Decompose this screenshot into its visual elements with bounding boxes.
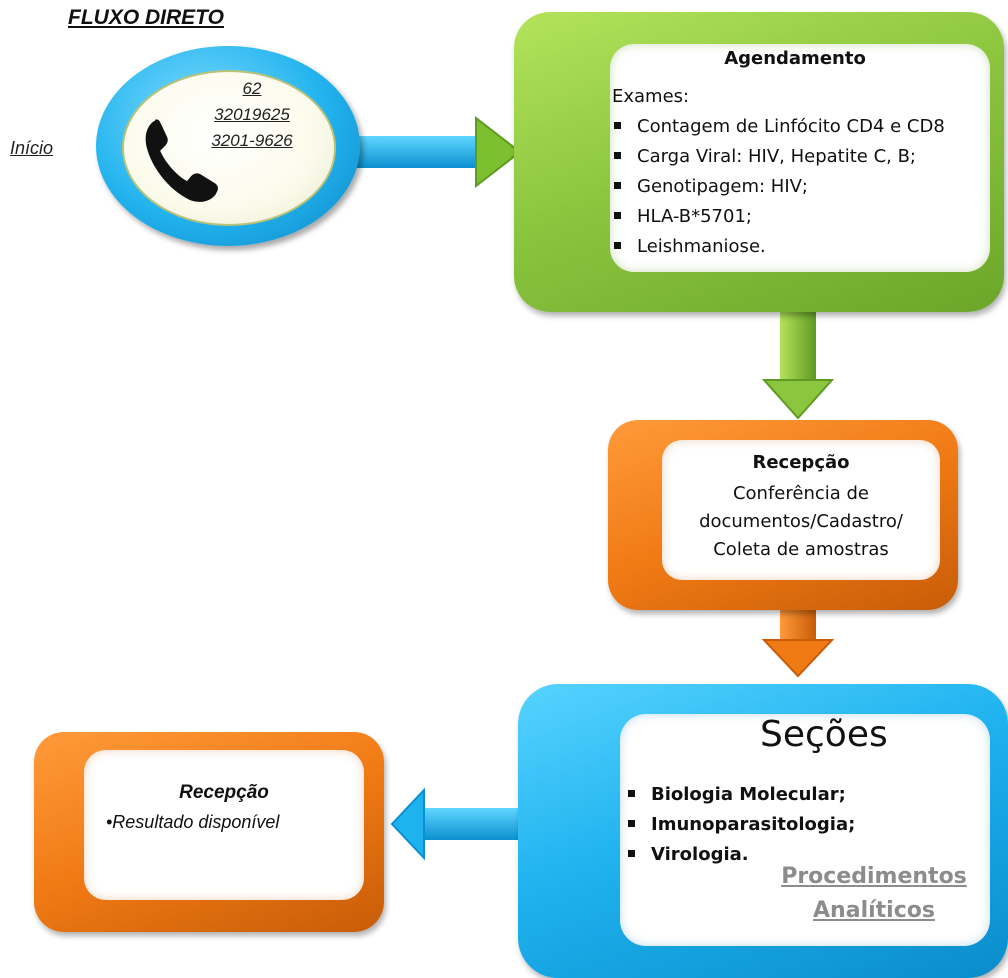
exam-item: HLA-B*5701; [614,202,945,232]
phone-icon [145,119,218,202]
procedures-link[interactable]: Procedimentos Analíticos [778,860,970,928]
section-item: Imunoparasitologia; [628,810,855,840]
page-title: FLUXO DIRETO [68,6,224,29]
section-item: Virologia. [628,840,855,870]
reception-panel [662,440,940,580]
arrow-phone-to-scheduling [352,115,522,189]
procedures-line[interactable]: Procedimentos [781,864,967,889]
arrow-reception-to-sections [761,608,835,678]
exam-item: Carga Viral: HIV, Hepatite C, B; [614,142,945,172]
scheduling-title: Agendamento [724,48,866,69]
arrow-sections-to-result [390,787,520,861]
start-label: Início [10,138,54,158]
reception-line: Coleta de amostras [713,539,889,560]
result-item: •Resultado disponível [106,812,280,832]
sections-list: Biologia Molecular; Imunoparasitologia; … [628,780,855,870]
phone-number-line[interactable]: 32019625 [214,105,290,124]
phone-number-line[interactable]: 3201-9626 [211,131,293,150]
arrow-scheduling-to-reception [761,312,835,420]
reception-title: Recepção [752,452,850,473]
exam-item: Contagem de Linfócito CD4 e CD8 [614,112,945,142]
sections-title: Seções [760,714,888,755]
reception-description: Conferência de documentos/Cadastro/ Cole… [662,480,940,564]
reception-line: Conferência de [732,483,870,504]
exam-item: Leishmaniose. [614,232,945,262]
exam-list: Contagem de Linfócito CD4 e CD8 Carga Vi… [614,112,945,262]
result-title: Recepção [179,782,269,803]
phone-number-line[interactable]: 62 [242,79,262,98]
exam-item: Genotipagem: HIV; [614,172,945,202]
procedures-line[interactable]: Analíticos [813,898,935,923]
phone-numbers: 62 32019625 3201-9626 [196,76,308,154]
result-panel [84,750,364,900]
exams-intro: Exames: [612,86,690,107]
reception-line: documentos/Cadastro/ [699,511,903,532]
section-item: Biologia Molecular; [628,780,855,810]
